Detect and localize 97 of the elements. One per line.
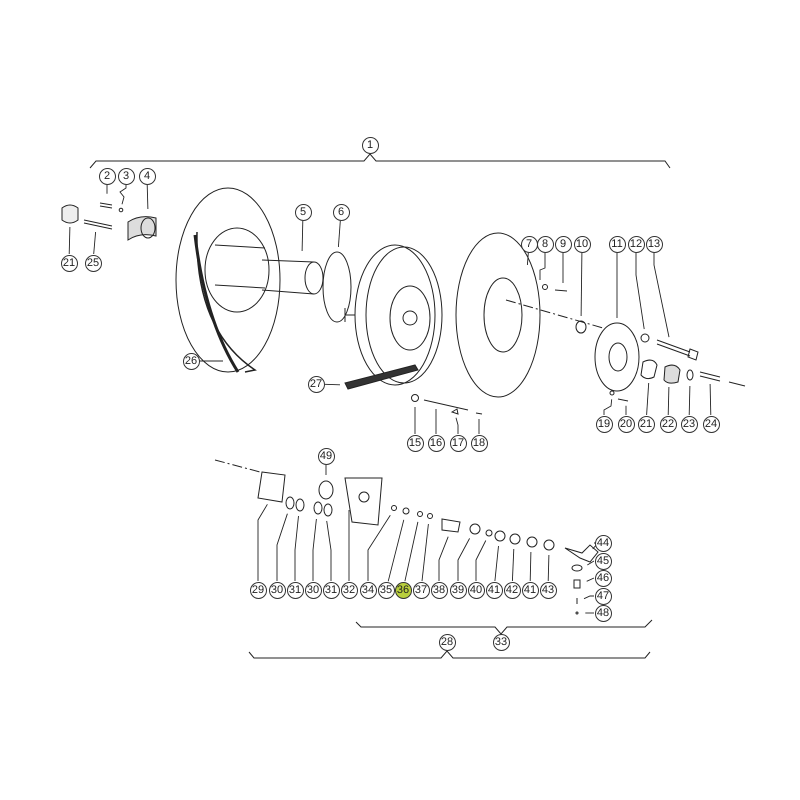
callout-number: 26 [182,352,200,370]
callout-number: 16 [428,434,444,452]
leader-line [200,360,224,362]
leader-line [476,540,486,582]
leader-line [494,546,499,582]
callout-number: 49 [318,448,334,464]
leader-line [710,384,712,416]
callout-number: 41 [486,582,502,598]
leader-line [348,510,350,582]
callout-number: 2 [98,168,116,184]
callout-number: 22 [660,416,676,432]
leader-line [294,516,299,582]
leader-line [106,184,108,194]
leader-line [512,548,514,582]
callout-number: 20 [618,416,634,432]
leader-line [276,513,288,582]
leader-line [646,382,650,416]
callout-number: 23 [680,416,698,432]
callout-number: 13 [646,236,662,252]
leader-line [654,252,670,338]
leader-line [414,406,416,434]
callout-number: 40 [468,582,484,598]
leader-line [312,518,317,582]
callout-number: 37 [412,582,430,598]
callout-number: 46 [594,570,612,586]
leader-line [258,504,268,582]
leader-line [586,578,594,582]
callout-number: 10 [574,236,590,252]
callout-number: 9 [554,236,572,252]
callout-number: 48 [594,604,612,622]
leader-line [93,232,96,254]
callout-number: 35 [378,582,394,598]
callout-number: 3 [118,168,134,184]
callout-number: 21 [60,254,78,272]
callout-number: 31 [322,582,340,598]
callout-number: 25 [84,254,102,272]
callout-number: 42 [504,582,520,598]
callout-number: 38 [430,582,448,598]
leader-line [616,252,618,318]
leader-line [422,524,429,582]
leader-line [580,252,582,316]
callout-number: 5 [294,204,312,220]
callout-number: 30 [304,582,322,598]
callout-number: 21 [638,416,654,432]
callout-number: 4 [138,168,156,184]
callout-number: 45 [594,552,612,570]
leader-line [540,252,546,280]
leader-line [388,519,404,582]
leader-line [604,398,612,416]
leader-line [548,554,550,582]
leader-line [584,596,594,600]
leader-line [586,560,594,566]
leader-line [326,520,332,582]
leader-line [526,252,529,266]
callout-number: 6 [332,204,350,220]
leader-line [404,521,418,582]
leader-line [530,552,532,582]
callout-number: 8 [536,236,554,252]
leader-line [636,252,645,330]
leader-line [324,384,340,386]
leader-line [68,226,70,254]
leader-line [146,184,148,210]
callout-number: 29 [250,582,266,598]
leader-line [688,386,690,416]
leader-line [119,184,126,205]
callout-number: 19 [596,416,612,432]
leader-line [668,386,670,416]
leader-line [456,417,458,434]
callout-number: 18 [470,434,488,452]
callout-number: 33 [492,634,510,650]
callout-number: 30 [268,582,286,598]
callout-number: 12 [628,236,644,252]
callout-number: 32 [340,582,358,598]
callout-number: 11 [608,236,626,252]
leader-line [584,612,594,614]
callout-number: 28 [438,634,456,650]
leader-line [458,538,470,582]
callout-number: 47 [594,588,612,604]
callout-number: 41 [522,582,538,598]
callout-number: 15 [406,434,424,452]
leader-line [562,252,564,284]
callout-number: 36 [394,582,412,598]
callout-number: 17 [450,434,466,452]
callout-number: 7 [520,236,538,252]
callout-number: 1 [362,136,378,154]
leader-line [478,418,480,434]
callout-number: 24 [702,416,720,432]
leader-line [438,536,449,582]
callout-number: 34 [360,582,376,598]
leader-line [368,514,391,582]
callout-number: 44 [594,534,612,552]
callout-number: 31 [286,582,304,598]
callout-number: 39 [450,582,466,598]
leader-line [302,220,304,252]
callout-number: 43 [540,582,556,598]
callout-number: 27 [308,376,324,392]
leader-line [338,220,341,248]
